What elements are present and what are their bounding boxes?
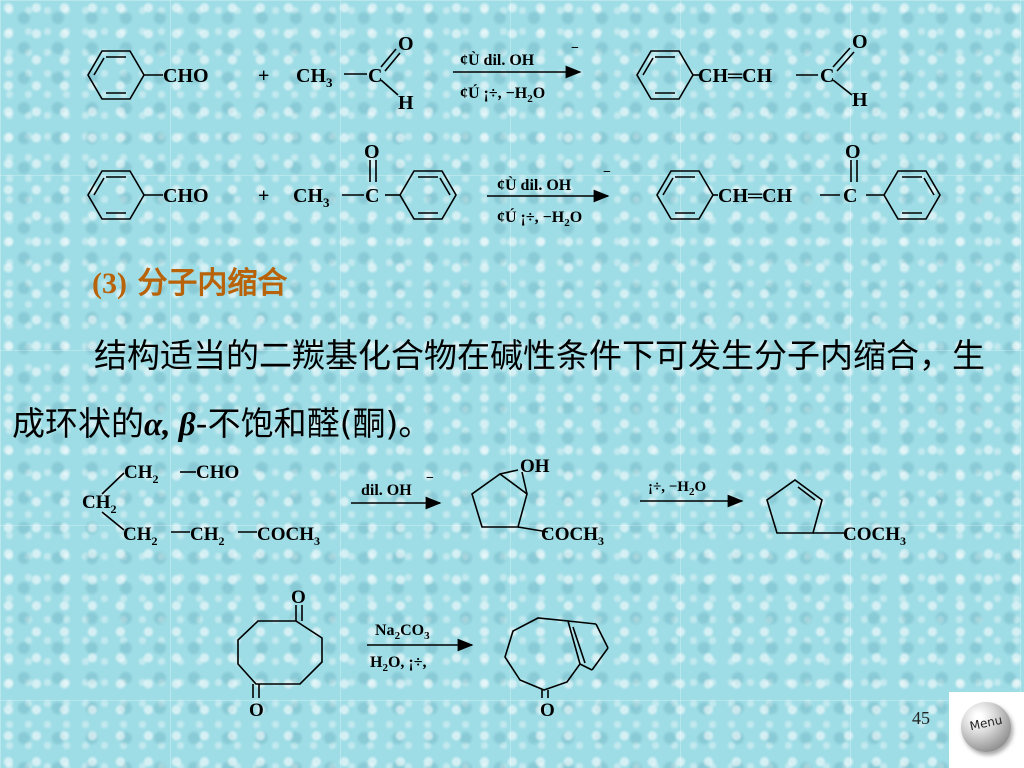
svg-text:−: − bbox=[571, 41, 579, 56]
condition-bottom-label: ¢Ú ¡÷, −H2O bbox=[460, 83, 545, 105]
condition-top-label: Na2CO3 bbox=[375, 622, 430, 642]
section-number: (3) bbox=[92, 267, 127, 300]
condition-label: ¡÷, −H2O bbox=[648, 479, 706, 498]
bicyclic-ring-icon bbox=[504, 617, 581, 691]
carbonyl-c-label: C bbox=[368, 65, 382, 87]
cyclodecanedione-ring-icon bbox=[237, 620, 323, 685]
coch3-label: COCH3 bbox=[541, 524, 604, 548]
cho-label: CHO bbox=[163, 185, 209, 207]
benzene-ring-icon bbox=[656, 170, 714, 220]
condition-bottom-label: ¢Ú ¡÷, −H2O bbox=[497, 207, 582, 229]
reaction-4 bbox=[237, 605, 609, 698]
reaction-3 bbox=[101, 469, 845, 534]
condition-top-label: ¢Ù dil. OH bbox=[460, 50, 535, 69]
condition-bottom-label: H2O, ¡÷, bbox=[370, 654, 427, 674]
benzene-ring-icon bbox=[636, 50, 694, 100]
oxygen-label: O bbox=[291, 587, 306, 608]
body-paragraph: 结构适当的二羰基化合物在碱性条件下可发生分子内缩合，生成环状的α, β-不饱和醛… bbox=[12, 336, 985, 443]
oxygen-label: O bbox=[249, 700, 264, 721]
hydroxyl-label: OH bbox=[520, 456, 550, 477]
oxygen-label: O bbox=[540, 700, 555, 721]
product-hydrogen-label: H bbox=[852, 89, 868, 111]
benzene-ring-icon bbox=[883, 170, 941, 220]
beta-symbol: β bbox=[178, 407, 196, 443]
plus-sign: + bbox=[258, 185, 269, 207]
cyclopentene-ring-icon bbox=[766, 479, 823, 534]
reaction-2 bbox=[87, 160, 941, 220]
alpha-symbol: α bbox=[144, 407, 163, 443]
product-chain-label: CH═CH bbox=[718, 185, 793, 207]
plus-sign: + bbox=[258, 65, 269, 87]
benzene-ring-icon bbox=[87, 50, 145, 100]
menu-ball-icon[interactable]: Menu bbox=[961, 702, 1011, 752]
oxygen-label: O bbox=[364, 141, 380, 163]
ch3-label: CH3 bbox=[296, 65, 333, 90]
reaction-1-labels: CHO + CH3 C O H ¢Ù dil. OH − ¢Ú ¡÷, −H2O… bbox=[163, 31, 868, 114]
page-number: 45 bbox=[912, 708, 930, 728]
menu-label: Menu bbox=[968, 712, 1004, 734]
ch2-label: CH2 bbox=[82, 492, 117, 516]
benzene-ring-icon bbox=[87, 170, 145, 220]
carbonyl-c-label: C bbox=[365, 185, 379, 207]
product-c-label: C bbox=[820, 65, 834, 87]
ch3-label: CH3 bbox=[293, 185, 330, 210]
condition-top-label: ¢Ù dil. OH bbox=[497, 175, 572, 194]
reaction-1 bbox=[87, 47, 855, 100]
reaction-4-labels: O O Na2CO3 H2O, ¡÷, O bbox=[249, 587, 555, 721]
cho-label: CHO bbox=[163, 65, 209, 87]
oxygen-label: O bbox=[398, 33, 414, 55]
ch2-label: CH2 bbox=[190, 524, 225, 548]
separator: , bbox=[162, 407, 179, 443]
reaction-3-labels: CH2 CHO CH2 CH2 CH2 COCH3 dil. OH − OH C… bbox=[82, 456, 906, 548]
coch3-label: COCH3 bbox=[257, 524, 320, 548]
ch2-label: CH2 bbox=[124, 462, 159, 486]
benzene-ring-icon bbox=[399, 170, 457, 220]
menu-button[interactable]: Menu bbox=[949, 692, 1024, 768]
svg-text:−: − bbox=[603, 165, 611, 180]
cyclopentane-ring-icon bbox=[471, 473, 528, 528]
svg-text:−: − bbox=[426, 471, 434, 486]
section-heading: (3) 分子内缩合 bbox=[92, 258, 287, 302]
cho-label: CHO bbox=[196, 462, 239, 483]
section-title: 分子内缩合 bbox=[137, 266, 288, 301]
condition-label: dil. OH bbox=[361, 482, 412, 499]
product-c-label: C bbox=[843, 185, 857, 207]
product-oxygen-label: O bbox=[845, 141, 861, 163]
hydrogen-label: H bbox=[398, 92, 414, 114]
product-oxygen-label: O bbox=[852, 31, 868, 53]
ch2-label: CH2 bbox=[123, 524, 158, 548]
product-chain-label: CH═CH bbox=[698, 65, 773, 87]
coch3-label: COCH3 bbox=[843, 524, 906, 548]
reaction-2-labels: CHO + CH3 C O ¢Ù dil. OH − ¢Ú ¡÷, −H2O C… bbox=[163, 141, 861, 229]
